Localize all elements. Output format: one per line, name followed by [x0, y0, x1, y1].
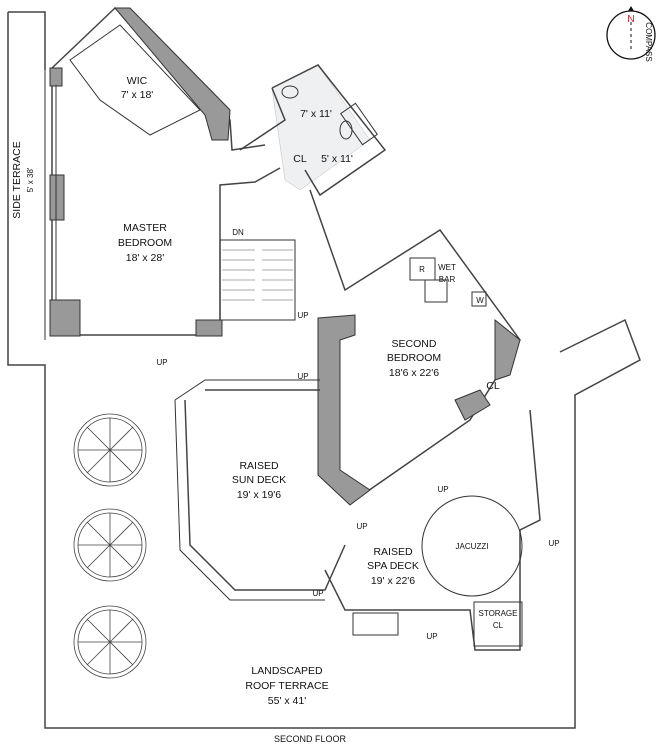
bedroom-wall-thick [317, 314, 371, 506]
spa-deck-walls [324, 409, 541, 651]
tree-icon [73, 508, 147, 582]
stair-up-label: UP [312, 589, 323, 598]
wic-outline [69, 24, 201, 136]
bath1-size: 7' x 11' [300, 108, 332, 120]
bath-walls [239, 64, 387, 197]
wall-column [494, 318, 521, 381]
sun-deck-step [174, 379, 325, 601]
storage-name1: STORAGE [479, 609, 518, 618]
wall-column [49, 174, 65, 221]
stair-down-label: DN [232, 228, 244, 237]
spa-deck-name2: SPA DECK [367, 560, 419, 572]
tree-icon [73, 605, 147, 679]
washer-label: W [476, 296, 484, 305]
wetbar-label1: WET [438, 263, 456, 272]
side-terrace-name: SIDE TERRACE [11, 141, 23, 218]
wall-column [195, 319, 223, 337]
bath-closet: CL [293, 153, 307, 165]
compass-north: N [627, 13, 635, 25]
stair-up-label: UP [437, 485, 448, 494]
bath2-size: 5' x 11' [321, 153, 353, 165]
second-name1: SECOND [392, 338, 437, 350]
stair-up-label: UP [297, 372, 308, 381]
wall-column [454, 389, 491, 421]
master-name2: BEDROOM [118, 237, 172, 249]
stair-up-label: UP [156, 358, 167, 367]
sun-deck-name2: SUN DECK [232, 474, 286, 486]
second-name2: BEDROOM [387, 352, 441, 364]
fridge [409, 257, 436, 281]
storage-name2: CL [493, 621, 504, 630]
fridge-label: R [419, 265, 425, 274]
master-size: 18' x 28' [126, 252, 164, 264]
staircase[interactable] [219, 239, 296, 321]
jacuzzi-label: JACUZZI [456, 542, 489, 551]
wetbar-sink [424, 279, 448, 303]
stair-up-label: UP [426, 632, 437, 641]
stair-treads [222, 249, 293, 301]
bathtub-icon [340, 102, 378, 146]
tree-icon [73, 413, 147, 487]
terrace-boundary [7, 11, 641, 729]
stair-up-label: UP [548, 539, 559, 548]
roof-terrace-name1: LANDSCAPED [251, 665, 323, 677]
sun-deck-outline [184, 389, 346, 591]
wetbar-label2: BAR [439, 275, 456, 284]
sun-deck-size: 19' x 19'6 [237, 489, 281, 501]
second-closet: CL [486, 380, 500, 392]
planter [352, 612, 399, 636]
sink-icon [281, 85, 299, 99]
stair-up-label: UP [297, 311, 308, 320]
wic-wall [113, 7, 231, 141]
roof-terrace-name2: ROOF TERRACE [245, 680, 328, 692]
washer [471, 291, 487, 307]
spa-deck-size: 19' x 22'6 [371, 575, 415, 587]
wic-size: 7' x 18' [121, 89, 154, 101]
master-name1: MASTER [123, 222, 167, 234]
floor-label: SECOND FLOOR [274, 734, 347, 744]
compass-icon [606, 6, 656, 60]
roof-terrace-size: 55' x 41' [268, 695, 306, 707]
wall-column [49, 299, 81, 337]
storage-closet[interactable] [473, 601, 523, 647]
wall-column [49, 67, 63, 87]
second-size: 18'6 x 22'6 [389, 367, 439, 379]
sun-deck-name1: RAISED [239, 460, 279, 472]
side-terrace-size: 5' x 38' [26, 167, 35, 192]
wic-name: WIC [127, 75, 148, 87]
jacuzzi [421, 495, 523, 597]
compass-label: COMPASS [644, 22, 653, 61]
spa-deck-name1: RAISED [373, 546, 413, 558]
stair-up-label: UP [356, 522, 367, 531]
